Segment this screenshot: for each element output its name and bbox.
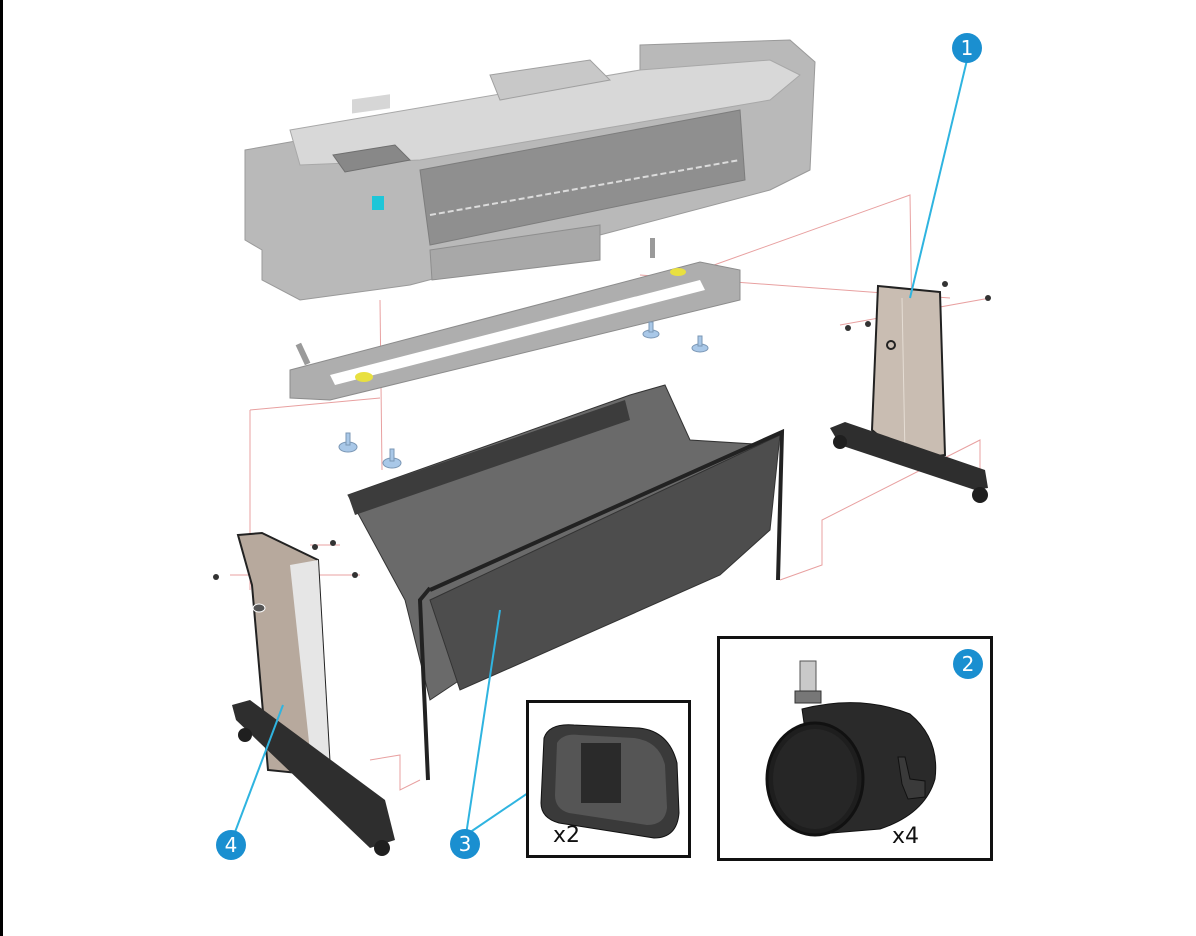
callout-3: 3 <box>450 829 480 859</box>
callout-2: 2 <box>953 649 983 679</box>
inset-clip: x2 <box>526 700 691 858</box>
printer <box>244 39 816 301</box>
caster-illustration <box>765 660 937 837</box>
left-leg <box>213 531 395 856</box>
image-border-left <box>0 0 3 936</box>
caster-quantity: x4 <box>892 824 920 849</box>
right-leg <box>830 281 991 503</box>
callout-4: 4 <box>216 830 246 860</box>
cross-brace <box>289 238 741 469</box>
callout-1: 1 <box>952 33 982 63</box>
clip-illustration <box>540 724 680 839</box>
clip-quantity: x2 <box>553 823 581 848</box>
basket <box>347 384 785 781</box>
energy-star-badge <box>372 196 384 210</box>
inset-caster: x4 2 <box>717 636 993 861</box>
